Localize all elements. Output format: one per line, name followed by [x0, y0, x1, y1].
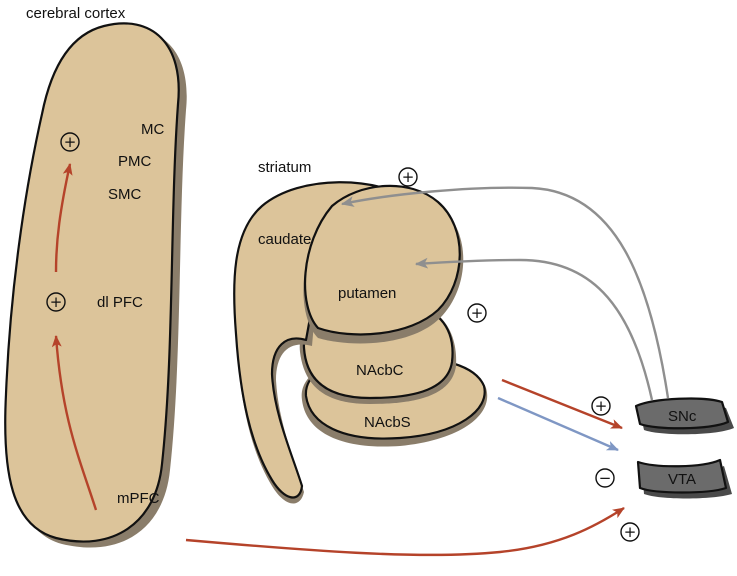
- striatum-top-plus-sign: +: [398, 167, 418, 187]
- arrow-snc-to-caudate: [340, 186, 670, 399]
- cortex-title: cerebral cortex: [26, 5, 126, 22]
- cortex-arrow-upper: [54, 163, 73, 273]
- striatum-title: striatum: [258, 159, 311, 176]
- putamen-body: [303, 184, 461, 336]
- label-snc: SNc: [668, 408, 697, 425]
- svg-text:−: −: [599, 469, 612, 487]
- snc-nucleus: SNc: [634, 397, 734, 435]
- label-caudate: caudate: [258, 231, 311, 248]
- cortex-top-plus-sign: +: [60, 132, 80, 152]
- svg-text:+: +: [64, 133, 77, 151]
- svg-text:+: +: [50, 293, 63, 311]
- arrow-snc-to-putamen: [414, 257, 654, 401]
- svg-text:+: +: [471, 304, 484, 322]
- vta-nucleus: VTA: [636, 458, 732, 499]
- cortex-mid-plus-sign: +: [46, 292, 66, 312]
- svg-text:+: +: [402, 168, 415, 186]
- putamen-right-plus-sign: +: [467, 303, 487, 323]
- bottom-plus-sign: +: [620, 522, 640, 542]
- to-snc-plus-sign: +: [591, 396, 611, 416]
- label-vta: VTA: [668, 471, 696, 488]
- cerebral-cortex: + + MC PMC SMC dl PFC mPFC: [4, 22, 187, 548]
- svg-text:+: +: [595, 397, 608, 415]
- striatum: caudate putamen NAcbC NAcbS: [233, 181, 488, 504]
- cortex-body: [4, 22, 180, 543]
- label-pmc: PMC: [118, 153, 152, 170]
- label-nacbs: NAcbS: [364, 414, 411, 431]
- arrow-nacb-to-vta: [497, 396, 619, 452]
- cortex-arrow-lower: [51, 335, 98, 511]
- label-smc: SMC: [108, 186, 142, 203]
- label-mc: MC: [141, 121, 164, 138]
- label-nacbc: NAcbC: [356, 362, 404, 379]
- arrow-nacb-to-snc: [501, 378, 623, 430]
- arrow-mpfc-to-vta: [185, 506, 625, 557]
- label-dl-pfc: dl PFC: [97, 294, 143, 311]
- label-mpfc: mPFC: [117, 490, 160, 507]
- to-vta-minus-sign: −: [595, 468, 615, 488]
- svg-text:+: +: [624, 523, 637, 541]
- label-putamen: putamen: [338, 285, 396, 302]
